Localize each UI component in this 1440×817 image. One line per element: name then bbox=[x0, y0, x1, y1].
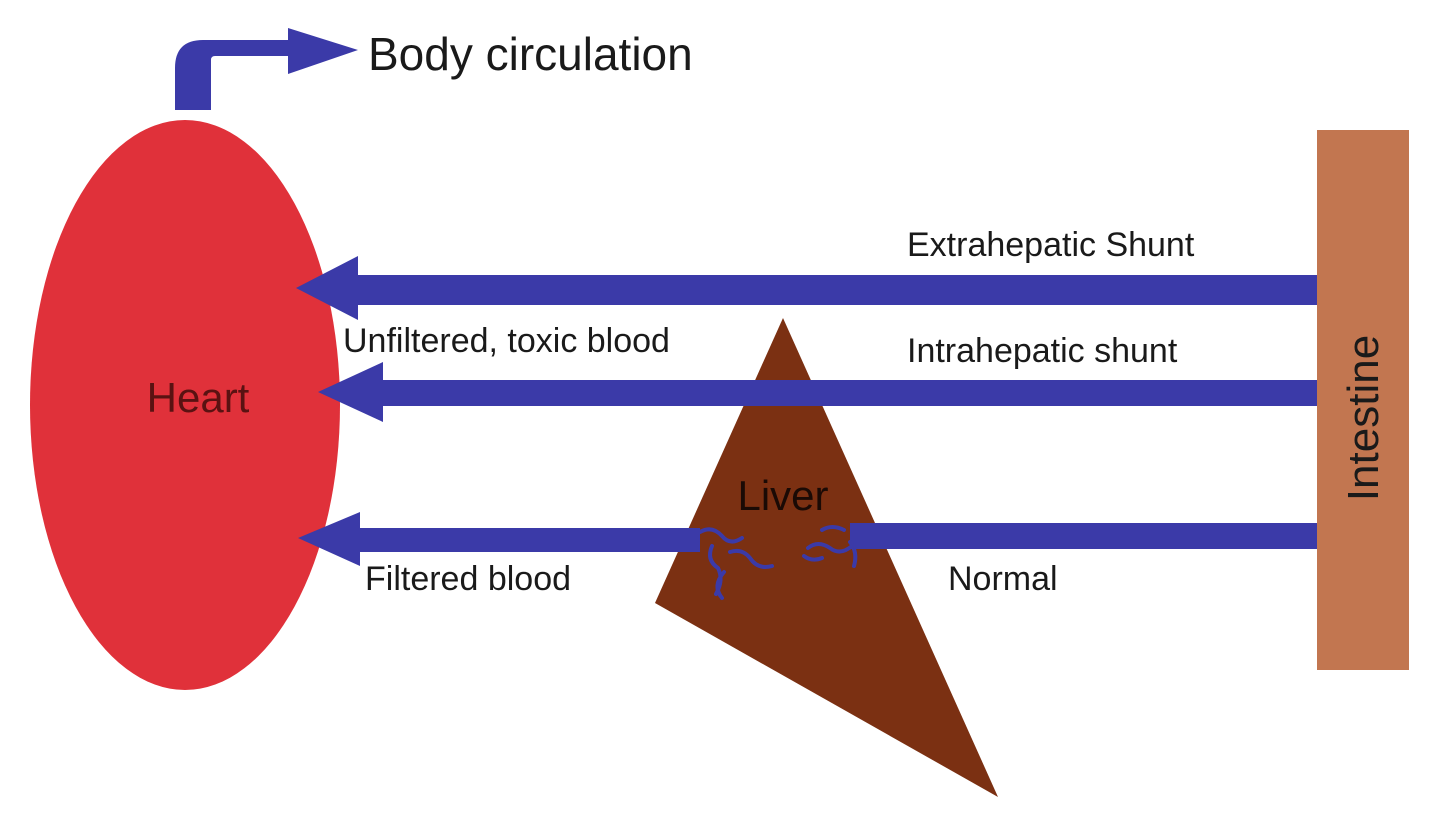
extrahepatic-shunt-arrow bbox=[296, 256, 1317, 320]
intestine-block bbox=[1317, 130, 1409, 670]
intrahepatic-shunt-label: Intrahepatic shunt bbox=[907, 332, 1178, 370]
normal-label: Normal bbox=[948, 560, 1058, 598]
intestine-label: Intestine bbox=[1339, 335, 1388, 501]
unfiltered-blood-label: Unfiltered, toxic blood bbox=[343, 322, 670, 360]
liver-shape bbox=[655, 318, 998, 797]
filtered-blood-label: Filtered blood bbox=[365, 560, 571, 598]
body-circulation-label: Body circulation bbox=[368, 28, 693, 80]
intrahepatic-shunt-arrow bbox=[318, 362, 1317, 422]
body-circulation-arrow bbox=[175, 28, 358, 110]
extrahepatic-shunt-label: Extrahepatic Shunt bbox=[907, 226, 1195, 264]
liver-label: Liver bbox=[737, 472, 828, 519]
normal-flow-arrow bbox=[298, 512, 1317, 566]
heart-shape bbox=[30, 120, 340, 690]
heart-label: Heart bbox=[147, 374, 250, 421]
liver-capillaries bbox=[698, 525, 858, 600]
